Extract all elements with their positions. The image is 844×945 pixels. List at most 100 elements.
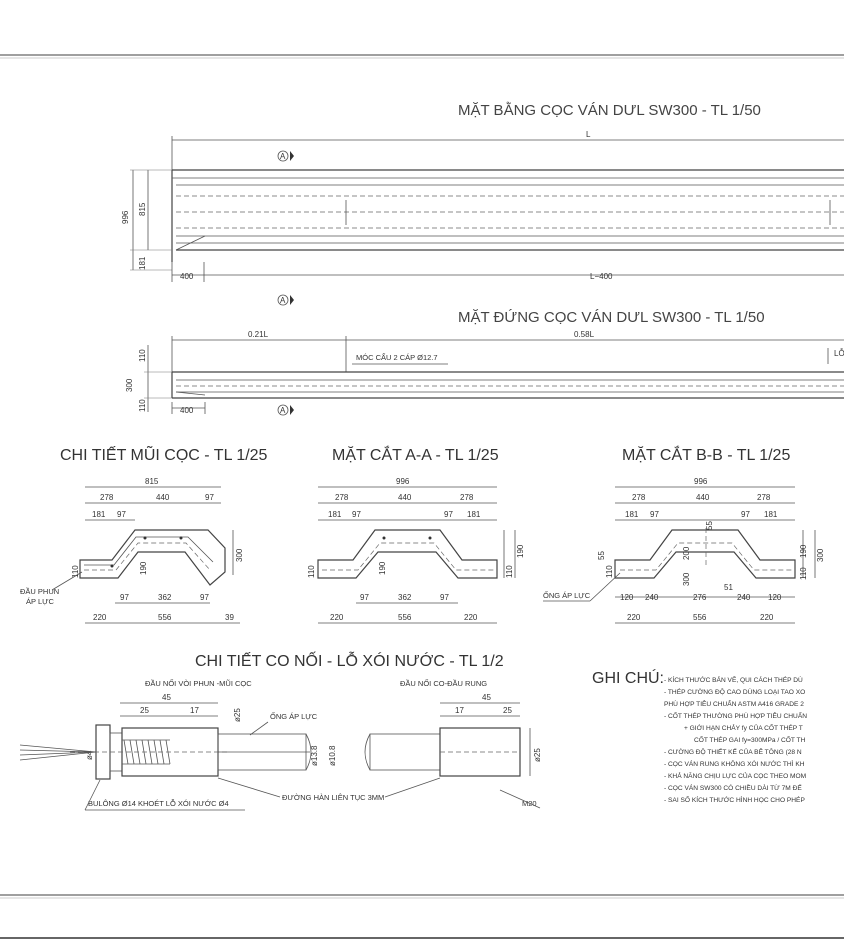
aa-title: MẶT CẮT A-A - TL 1/25 — [332, 445, 499, 464]
elev-dim-300: 300 — [125, 378, 134, 392]
plan-dim-L: L — [586, 130, 591, 139]
elev-dim-058L: 0.58L — [574, 330, 595, 339]
joint-dim-108: ø10.8 — [328, 745, 337, 766]
joint-detail: CHI TIẾT CO NỐI - LỖ XÓI NƯỚC - TL 1/2 Đ… — [19, 650, 542, 811]
plan-dim-L400: L−400 — [590, 272, 613, 281]
aa-dim-110a: 110 — [307, 565, 316, 578]
joint-weld-label: ĐƯỜNG HÀN LIÊN TỤC 3MM — [282, 793, 384, 802]
bb-title: MẶT CẮT B-B - TL 1/25 — [622, 445, 790, 464]
note-line-3: PHÙ HỢP TIÊU CHUẨN ASTM A416 GRADE 2 — [664, 699, 804, 708]
aa-dim-440: 440 — [398, 493, 412, 502]
tip-dim-556: 556 — [158, 613, 172, 622]
joint-dim-138: ø13.8 — [310, 745, 319, 766]
tip-dim-110: 110 — [71, 565, 80, 578]
section-aa: MẶT CẮT A-A - TL 1/25 996 278 440 278 18… — [307, 445, 525, 624]
aa-dim-190b: 190 — [516, 544, 525, 558]
note-line-8: - CỌC VÁN RUNG KHÔNG XÓI NƯỚC THÌ KH — [664, 759, 805, 768]
joint-dim-45a: 45 — [162, 693, 171, 702]
tip-detail: CHI TIẾT MŨI CỌC - TL 1/25 815 278 440 9… — [20, 444, 268, 624]
bb-dim-220b: 220 — [760, 613, 774, 622]
aa-dim-97b: 97 — [444, 510, 453, 519]
plan-marker-a-bottom: A — [280, 296, 286, 305]
plan-dim-996: 996 — [121, 210, 130, 224]
bb-dim-220a: 220 — [627, 613, 641, 622]
bb-dim-240a: 240 — [645, 593, 659, 602]
aa-dim-97d: 97 — [440, 593, 449, 602]
notes-block: GHI CHÚ: - KÍCH THƯỚC BẢN VẼ, QUI CÁCH T… — [592, 668, 807, 804]
bb-dim-110b: 110 — [799, 567, 808, 580]
plan-marker-a: A — [280, 152, 286, 161]
bb-dim-120a: 120 — [620, 593, 634, 602]
bb-dim-300b: 300 — [816, 548, 825, 562]
bb-dim-55b: 55 — [705, 521, 714, 530]
bb-dim-110: 110 — [605, 565, 614, 578]
joint-dim-25b: ø25 — [233, 708, 242, 722]
tip-dim-815: 815 — [145, 477, 159, 486]
note-line-5: + GIỚI HẠN CHẢY fy CỦA CỐT THÉP T — [684, 722, 803, 732]
aa-dim-190a: 190 — [378, 561, 387, 575]
note-line-1: - KÍCH THƯỚC BẢN VẼ, QUI CÁCH THÉP DÙ — [664, 675, 803, 684]
joint-bolt-label: BULÔNG Ø14 KHOÉT LỖ XÓI NƯỚC Ø4 — [88, 799, 229, 808]
bb-dim-55a: 55 — [597, 551, 606, 560]
tip-nozzle-label-2: ÁP LỰC — [26, 597, 55, 606]
bb-dim-181a: 181 — [625, 510, 639, 519]
tip-dim-300: 300 — [235, 548, 244, 562]
aa-dim-97c: 97 — [360, 593, 369, 602]
aa-dim-996: 996 — [396, 477, 410, 486]
aa-dim-220b: 220 — [464, 613, 478, 622]
bb-dim-51: 51 — [724, 583, 733, 592]
bb-dim-300a: 300 — [682, 572, 691, 586]
bb-dim-120b: 120 — [768, 593, 782, 602]
joint-dim-25a: 25 — [140, 706, 149, 715]
joint-dim-17b: 17 — [455, 706, 464, 715]
elev-dim-110b: 110 — [138, 399, 147, 412]
bb-dim-996: 996 — [694, 477, 708, 486]
joint-dim-25c: 25 — [503, 706, 512, 715]
bb-dim-181b: 181 — [764, 510, 778, 519]
elev-dim-110a: 110 — [138, 349, 147, 362]
tip-title: CHI TIẾT MŨI CỌC - TL 1/25 — [60, 444, 268, 464]
plan-dim-815: 815 — [138, 202, 147, 216]
bb-dim-276: 276 — [693, 593, 707, 602]
aa-dim-278a: 278 — [335, 493, 349, 502]
bb-dim-278a: 278 — [632, 493, 646, 502]
tip-dim-97b: 97 — [117, 510, 126, 519]
tip-nozzle-label-1: ĐẦU PHUN — [20, 586, 59, 596]
aa-dim-181b: 181 — [467, 510, 481, 519]
joint-title: CHI TIẾT CO NỐI - LỖ XÓI NƯỚC - TL 1/2 — [195, 650, 504, 670]
aa-dim-110b: 110 — [505, 565, 514, 578]
tip-dim-190: 190 — [139, 561, 148, 575]
note-line-9: - KHẢ NĂNG CHỊU LỰC CỦA CỌC THEO MOM — [664, 771, 806, 780]
note-line-4: - CỐT THÉP THƯỜNG PHÙ HỢP TIÊU CHUẨN — [664, 710, 807, 720]
section-bb: MẶT CẮT B-B - TL 1/25 996 278 440 278 18… — [543, 445, 825, 624]
elev-dim-400: 400 — [180, 406, 194, 415]
elev-cut-label: LỖ — [834, 349, 844, 358]
bb-dim-190: 190 — [799, 544, 808, 558]
bb-pipe-label: ỐNG ÁP LỰC — [543, 590, 591, 600]
aa-dim-556: 556 — [398, 613, 412, 622]
aa-dim-362: 362 — [398, 593, 412, 602]
joint-left-head: ĐẦU NỐI VÒI PHUN -MŨI CỌC — [145, 678, 252, 688]
elev-dim-021L: 0.21L — [248, 330, 269, 339]
joint-right-head: ĐẦU NỐI CO-ĐẦU RUNG — [400, 678, 487, 688]
note-line-2: - THÉP CƯỜNG ĐỘ CAO DÙNG LOẠI TAO XO — [664, 687, 805, 696]
bb-dim-97b: 97 — [741, 510, 750, 519]
plan-view: MẶT BẰNG CỌC VÁN DƯL SW300 - TL 1/50 L A… — [121, 101, 844, 306]
tip-dim-362: 362 — [158, 593, 172, 602]
joint-dim-17a: 17 — [190, 706, 199, 715]
elev-hook-label: MÓC CẨU 2 CÁP Ø12.7 — [356, 353, 438, 362]
note-line-10: - CỌC VÁN SW300 CÓ CHIỀU DÀI TỪ 7M ĐẾ — [664, 782, 802, 792]
tip-dim-39: 39 — [225, 613, 234, 622]
plan-title: MẶT BẰNG CỌC VÁN DƯL SW300 - TL 1/50 — [458, 101, 761, 119]
aa-dim-278b: 278 — [460, 493, 474, 502]
elev-marker-a: A — [280, 406, 286, 415]
bb-dim-200: 200 — [682, 546, 691, 560]
tip-dim-220: 220 — [93, 613, 107, 622]
bb-dim-556: 556 — [693, 613, 707, 622]
joint-dim-4: ø4 — [85, 750, 94, 760]
joint-pipe-label: ỐNG ÁP LỰC — [270, 711, 318, 721]
note-line-11: - SAI SỐ KÍCH THƯỚC HÌNH HỌC CHO PHÉP — [664, 794, 805, 804]
tip-dim-97a: 97 — [205, 493, 214, 502]
note-line-6: CỐT THÉP GAI fy=300MPa / CỐT TH — [694, 734, 806, 744]
